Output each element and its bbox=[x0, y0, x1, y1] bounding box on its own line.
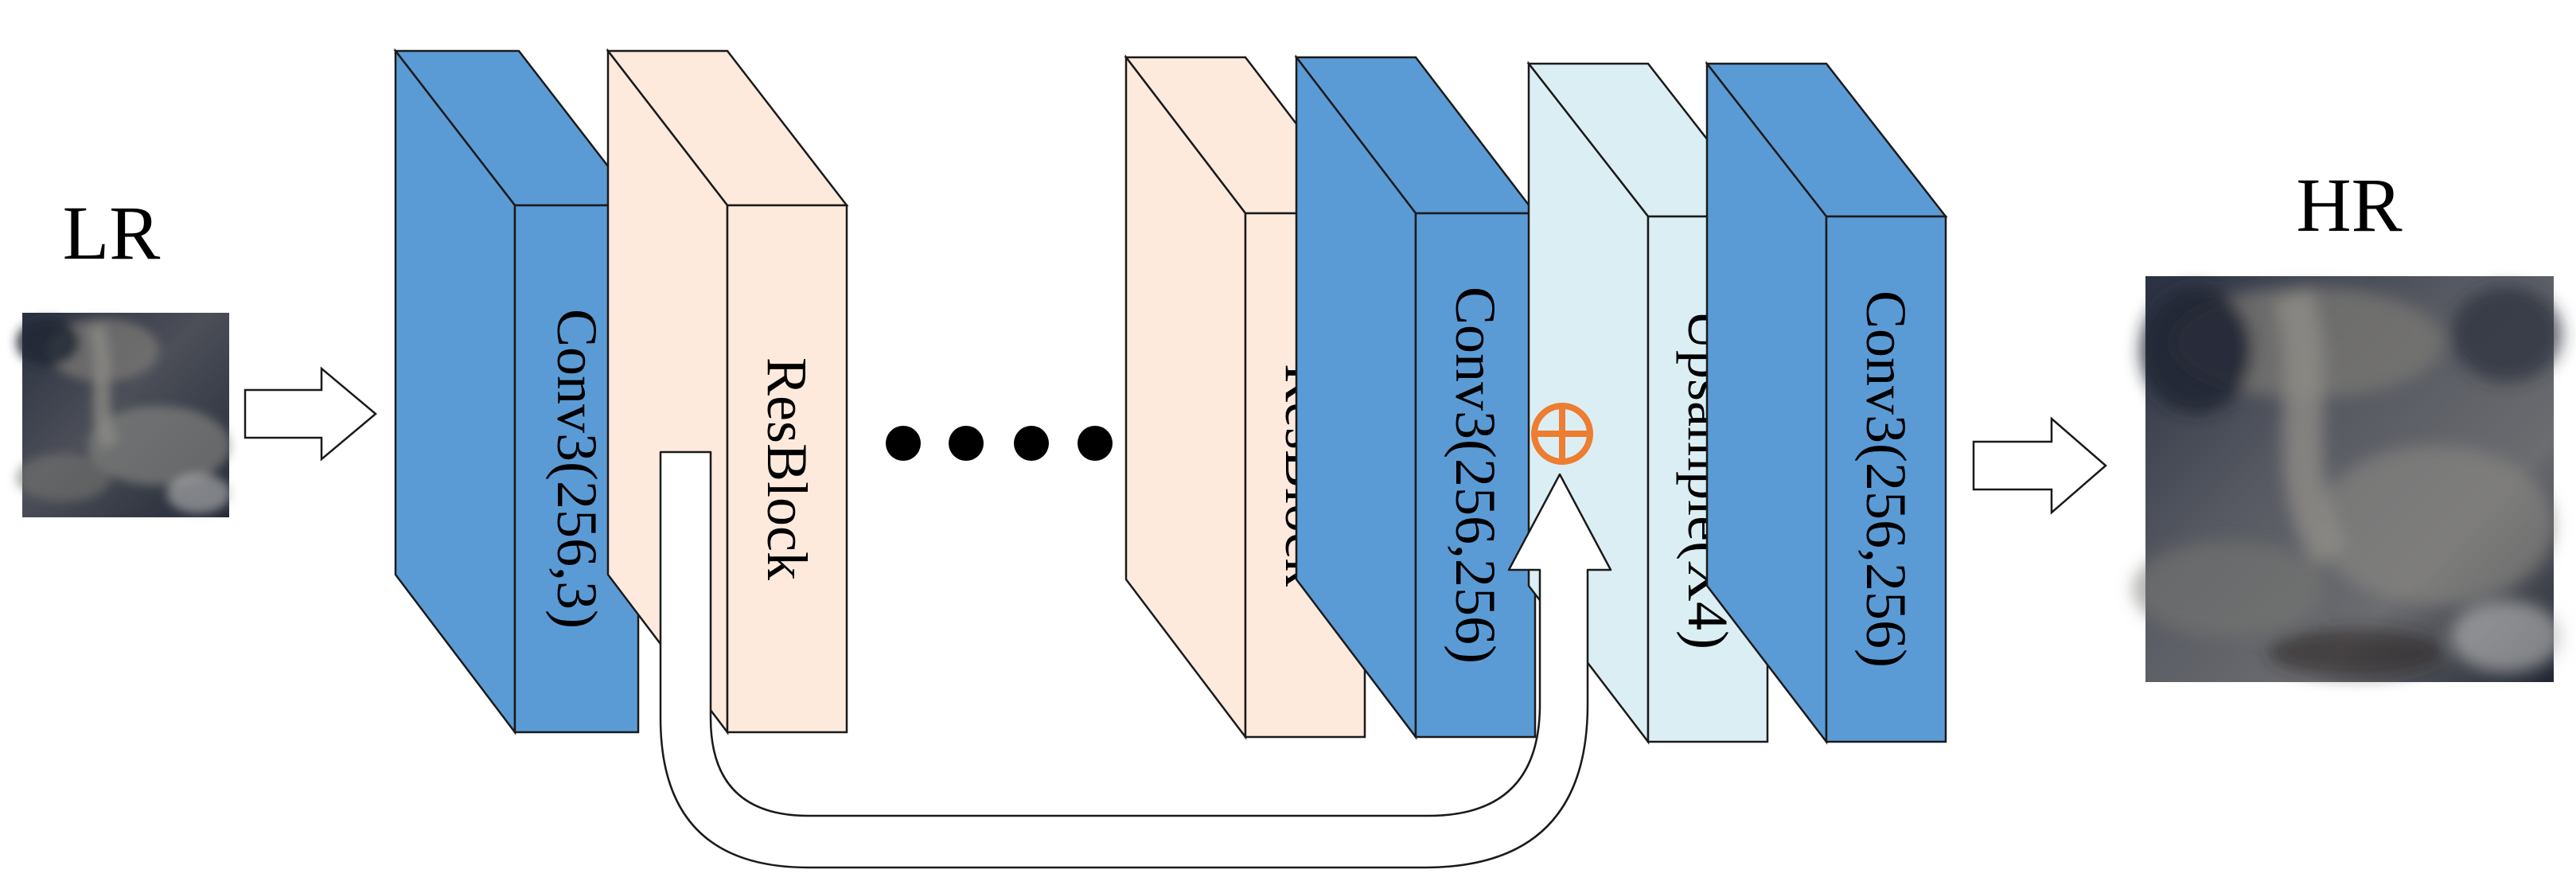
lr-input-image bbox=[16, 313, 231, 517]
conv-input-label: Conv3(256,3) bbox=[545, 309, 609, 629]
output-label: HR bbox=[2296, 162, 2402, 248]
conv-input-block: Conv3(256,3) bbox=[393, 48, 641, 735]
dots-ellipsis-icon bbox=[886, 426, 1113, 461]
circled-plus-icon bbox=[1531, 403, 1593, 465]
conv-output-block: Conv3(256,256) bbox=[1705, 60, 1948, 745]
input-label: LR bbox=[63, 190, 161, 275]
resblock-first-label: ResBlock bbox=[755, 357, 819, 580]
right-arrow-icon bbox=[1972, 416, 2107, 515]
resblock-first-block: ResBlock bbox=[606, 48, 849, 735]
hr-output-image bbox=[2133, 276, 2562, 682]
conv-mid-label: Conv3(256,256) bbox=[1444, 287, 1507, 664]
conv-output-label: Conv3(256,256) bbox=[1854, 290, 1918, 668]
skip-connection-arrow bbox=[659, 450, 1612, 869]
right-arrow-icon bbox=[244, 366, 377, 462]
